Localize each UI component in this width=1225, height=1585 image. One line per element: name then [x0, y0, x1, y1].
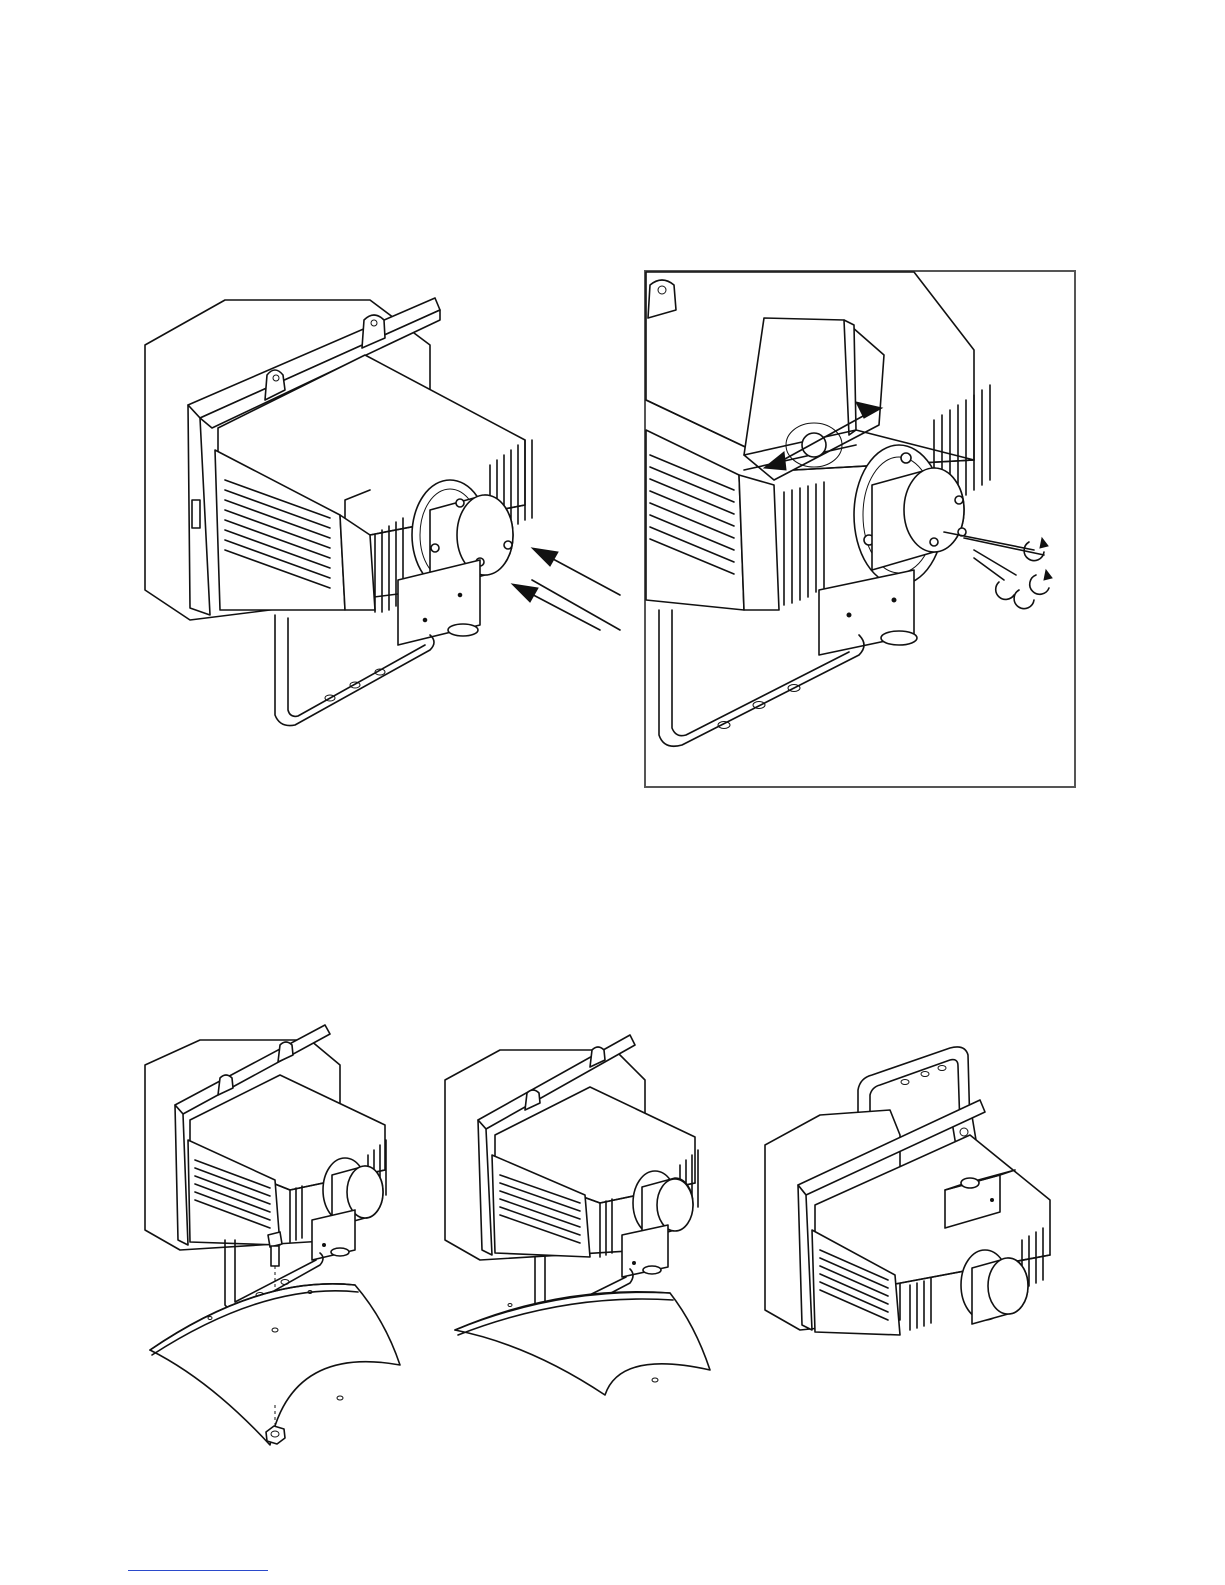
- lamp-holder-icon: [644, 270, 1076, 788]
- shield-mounting-figure: [140, 1020, 420, 1470]
- bracket-up-figure: [760, 1040, 1060, 1350]
- floodlight-icon: [440, 1025, 730, 1405]
- bolt-icon: [140, 1020, 420, 1470]
- floodlight-icon: [130, 290, 630, 740]
- bracket-icon: [760, 1040, 1060, 1350]
- lamp-holder-detail-figure: [644, 270, 1076, 788]
- footer-link-underline[interactable]: [128, 1570, 268, 1571]
- floodlight-main-figure: [130, 290, 630, 740]
- shield-mounted-figure: [440, 1025, 730, 1405]
